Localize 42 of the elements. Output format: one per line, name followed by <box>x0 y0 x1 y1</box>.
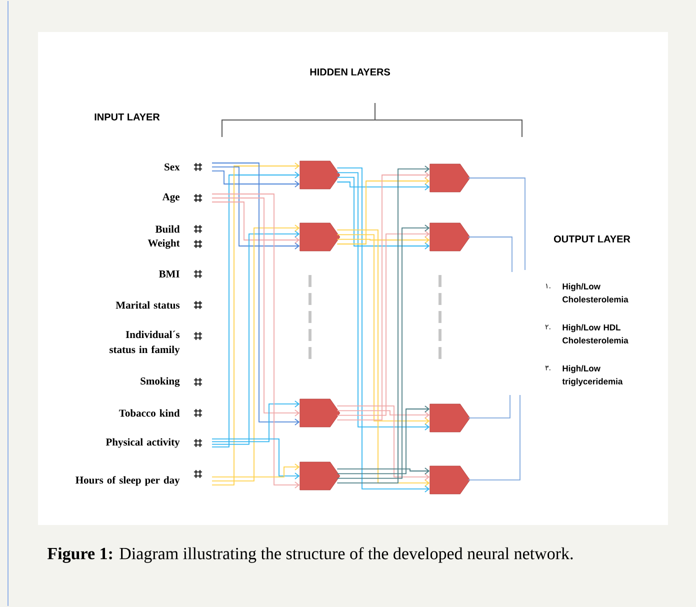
layer-heading: OUTPUT LAYER <box>554 235 630 243</box>
input-label: Age <box>162 193 180 203</box>
neuron-pentagon <box>430 404 470 432</box>
connector-line <box>468 394 520 480</box>
input-label: Sex <box>164 163 180 171</box>
input-label: Individual´s status in family <box>110 330 180 356</box>
arrow <box>212 166 300 250</box>
arrow <box>212 202 300 244</box>
arrow <box>212 438 300 480</box>
layer-heading: INPUT LAYER <box>94 114 160 120</box>
output-item: High/Low triglyceridemia <box>562 365 623 386</box>
neuron-pentagon <box>430 466 470 494</box>
neuron-pentagon <box>300 160 340 190</box>
arrow <box>336 468 430 474</box>
output-item: High/Low HDL Cholesterolemia <box>562 324 628 344</box>
input-label: Build <box>155 225 180 233</box>
output-item: High/Low Cholesterolemia <box>562 283 628 302</box>
connector-line <box>468 394 510 418</box>
neuron-pentagon <box>300 222 340 252</box>
connector-line <box>468 236 512 272</box>
input-label: BMI <box>158 270 180 278</box>
connector-line <box>468 178 526 270</box>
arrow <box>336 410 430 418</box>
input-label: Smoking <box>140 377 180 387</box>
neuron-pentagon <box>300 462 340 490</box>
neuron-pentagon <box>300 398 340 428</box>
input-label: Hours of sleep per day <box>76 476 180 486</box>
arrow <box>336 182 430 190</box>
arrow <box>212 170 300 188</box>
layer-heading: HIDDEN LAYERS <box>310 68 390 76</box>
input-label: Marital status <box>116 301 180 309</box>
figure-caption: Figure 1: Diagram illustrating the structure of the developed neural network. <box>48 547 573 563</box>
arrow <box>212 230 300 445</box>
input-label: Tobacco kind <box>119 409 180 417</box>
input-label: Physical activity <box>106 438 180 448</box>
arrow <box>212 400 300 442</box>
arrow <box>336 236 430 244</box>
neuron-pentagon <box>430 164 470 192</box>
input-label: Weight <box>148 239 180 249</box>
neuron-pentagon <box>430 222 470 252</box>
arrow <box>212 464 300 478</box>
arrow <box>212 198 300 416</box>
